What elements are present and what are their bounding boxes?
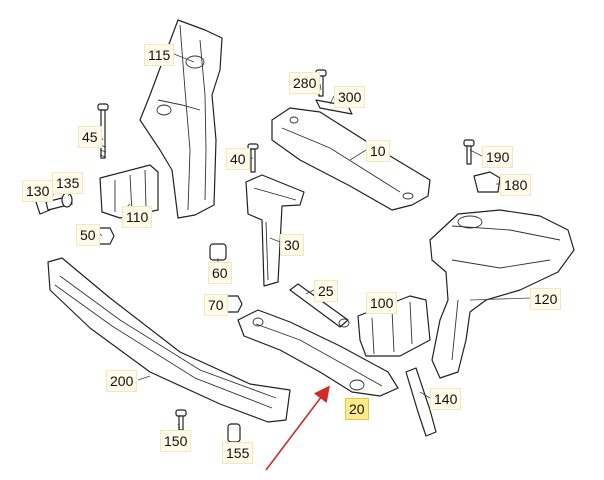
part-60-spacer — [209, 243, 227, 261]
part-20-lower-crossmember — [237, 309, 399, 397]
callout-120[interactable]: 115 — [144, 44, 175, 66]
callout-30[interactable]: 30 — [280, 234, 304, 256]
callout-100[interactable]: 100 — [366, 292, 398, 314]
part-30-vertical-support — [245, 174, 305, 287]
callout-20[interactable]: 20 — [345, 398, 369, 420]
callout-280[interactable]: 280 — [289, 72, 321, 94]
callout-10[interactable]: 10 — [366, 140, 390, 162]
part-45-bolt — [97, 103, 109, 159]
callout-70[interactable]: 70 — [204, 294, 228, 316]
part-190-bumper-beam — [47, 257, 291, 423]
callout-45[interactable]: 45 — [78, 126, 102, 148]
callout-200[interactable]: 155 — [222, 442, 254, 464]
callout-130[interactable]: 130 — [22, 180, 54, 202]
callout-25[interactable]: 25 — [314, 280, 338, 302]
part-155-bolt — [463, 139, 475, 165]
callout-50[interactable]: 50 — [76, 224, 100, 246]
highlight-arrow — [265, 385, 330, 471]
part-200-sleeve — [227, 423, 241, 443]
part-150-clip — [473, 171, 501, 193]
part-40-screw — [247, 143, 259, 173]
part-25-tube — [289, 283, 350, 328]
part-180-bolt — [175, 409, 187, 431]
part-135-washer — [61, 192, 73, 208]
callout-140[interactable]: 140 — [430, 388, 462, 410]
part-115-side-member — [429, 209, 575, 379]
callout-190[interactable]: 200 — [106, 370, 138, 392]
callout-300[interactable]: 300 — [334, 86, 366, 108]
callout-155[interactable]: 190 — [482, 146, 514, 168]
callout-180[interactable]: 150 — [160, 430, 192, 452]
callout-110[interactable]: 110 — [122, 206, 153, 228]
callout-115[interactable]: 120 — [530, 288, 562, 310]
callout-40[interactable]: 40 — [226, 148, 250, 170]
callout-150[interactable]: 180 — [500, 174, 532, 196]
callout-135[interactable]: 135 — [52, 172, 84, 194]
callout-60[interactable]: 60 — [208, 262, 232, 284]
part-140-strut — [405, 367, 437, 437]
